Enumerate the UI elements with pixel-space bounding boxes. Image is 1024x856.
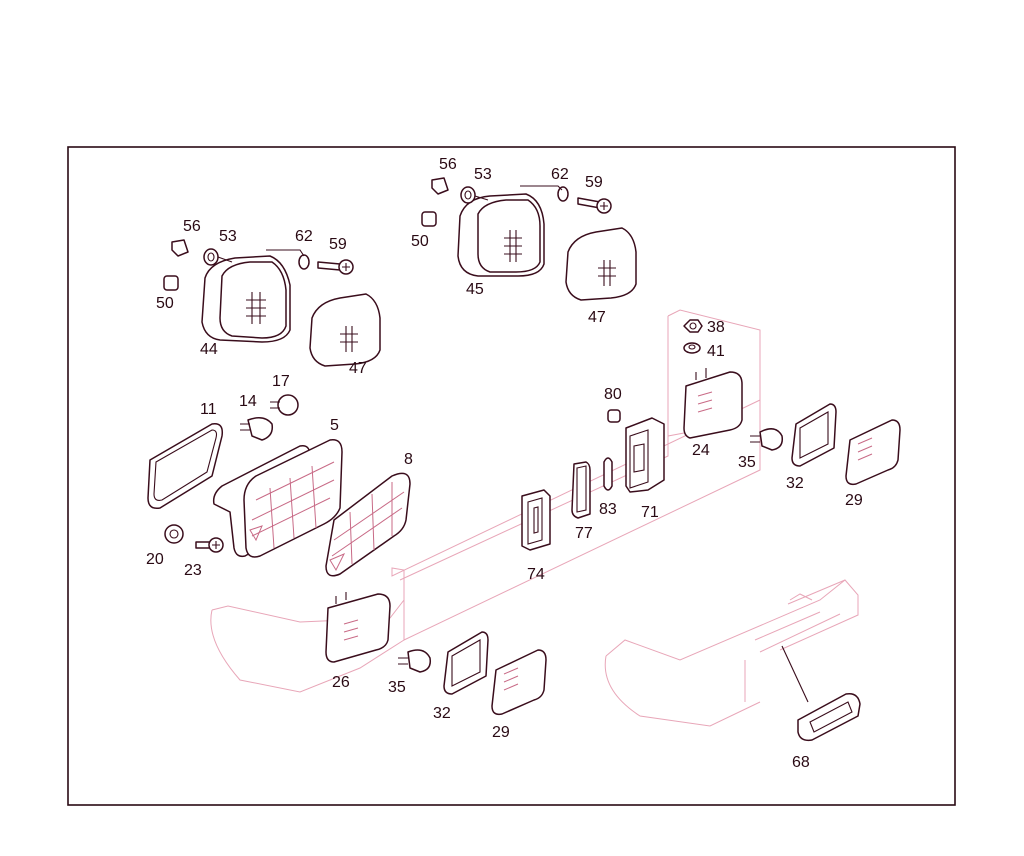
callout-24: 24 [692, 442, 710, 459]
gasket-77[interactable] [571, 461, 591, 519]
callout-47-right: 47 [588, 309, 606, 326]
diagram-frame [67, 146, 956, 806]
callout-80: 80 [604, 386, 622, 403]
lamp-44[interactable] [201, 255, 291, 343]
callout-53-left: 53 [219, 228, 237, 245]
screw-59-right[interactable] [577, 197, 612, 214]
callout-29-left: 29 [492, 724, 510, 741]
callout-56-left: 56 [183, 218, 201, 235]
bulb-17[interactable] [270, 394, 299, 416]
marker-lens-29-right[interactable] [845, 419, 901, 486]
callout-32-right: 32 [786, 475, 804, 492]
bulb-35-right[interactable] [750, 428, 784, 451]
callout-71: 71 [641, 504, 659, 521]
callout-62-left: 62 [295, 228, 313, 245]
callout-45: 45 [466, 281, 484, 298]
gasket-11[interactable] [147, 423, 224, 510]
lamp-74[interactable] [521, 489, 551, 551]
callout-29-right: 29 [845, 492, 863, 509]
marker-lamp-24[interactable] [683, 368, 743, 439]
callout-35-left: 35 [388, 679, 406, 696]
nut-50-right[interactable] [421, 211, 437, 227]
nut-80[interactable] [607, 409, 621, 423]
callout-77: 77 [575, 525, 593, 542]
grommet-53-left[interactable] [203, 248, 233, 266]
callout-47-left: 47 [349, 360, 367, 377]
bulb-83[interactable] [603, 457, 613, 491]
callout-59-left: 59 [329, 236, 347, 253]
vehicle-body-ghost [210, 309, 859, 727]
license-lamp-71[interactable] [625, 417, 665, 493]
callout-23: 23 [184, 562, 202, 579]
callout-35-right: 35 [738, 454, 756, 471]
callout-11: 11 [200, 401, 217, 418]
callout-17: 17 [272, 373, 290, 390]
screw-59-left[interactable] [317, 259, 354, 275]
bulb-14[interactable] [240, 417, 274, 441]
lens-8[interactable] [325, 472, 411, 577]
callout-53-right: 53 [474, 166, 492, 183]
marker-lamp-26[interactable] [325, 592, 391, 663]
callout-26: 26 [332, 674, 350, 691]
callout-59-right: 59 [585, 174, 603, 191]
screw-23[interactable] [195, 537, 224, 553]
nut-50-left[interactable] [163, 275, 179, 291]
lamp-47-right[interactable] [565, 227, 637, 301]
callout-68: 68 [792, 754, 810, 771]
callout-14: 14 [239, 393, 257, 410]
gasket-32-left[interactable] [443, 631, 489, 695]
callout-38: 38 [707, 319, 725, 336]
fastener-56-left[interactable] [171, 239, 189, 257]
marker-lens-29-left[interactable] [491, 649, 547, 716]
callout-labels: 5 8 11 14 17 20 23 24 26 29 29 32 32 35 … [146, 156, 863, 771]
callout-41: 41 [707, 343, 725, 360]
washer-62-left[interactable] [266, 249, 310, 270]
callout-56-right: 56 [439, 156, 457, 173]
callout-5: 5 [330, 417, 339, 434]
grommet-53-right[interactable] [460, 186, 489, 204]
callout-74: 74 [527, 566, 545, 583]
nut-20[interactable] [164, 524, 184, 544]
callout-50-right: 50 [411, 233, 429, 250]
callout-8: 8 [404, 451, 413, 468]
nut-38[interactable] [683, 319, 703, 333]
lamp-45[interactable] [457, 193, 545, 277]
callout-83: 83 [599, 501, 617, 518]
bulb-35-left[interactable] [398, 649, 432, 673]
callout-32-left: 32 [433, 705, 451, 722]
callout-50-left: 50 [156, 295, 174, 312]
washer-41[interactable] [683, 342, 701, 354]
tail-lamp-5[interactable] [212, 439, 343, 558]
callout-62-right: 62 [551, 166, 569, 183]
callout-20: 20 [146, 551, 164, 568]
callout-44: 44 [200, 341, 218, 358]
gasket-32-right[interactable] [791, 403, 837, 467]
fastener-56-right[interactable] [431, 177, 449, 195]
lamp-47-left[interactable] [309, 293, 381, 367]
side-repeater-68[interactable] [781, 645, 861, 742]
washer-62-right[interactable] [520, 185, 569, 202]
